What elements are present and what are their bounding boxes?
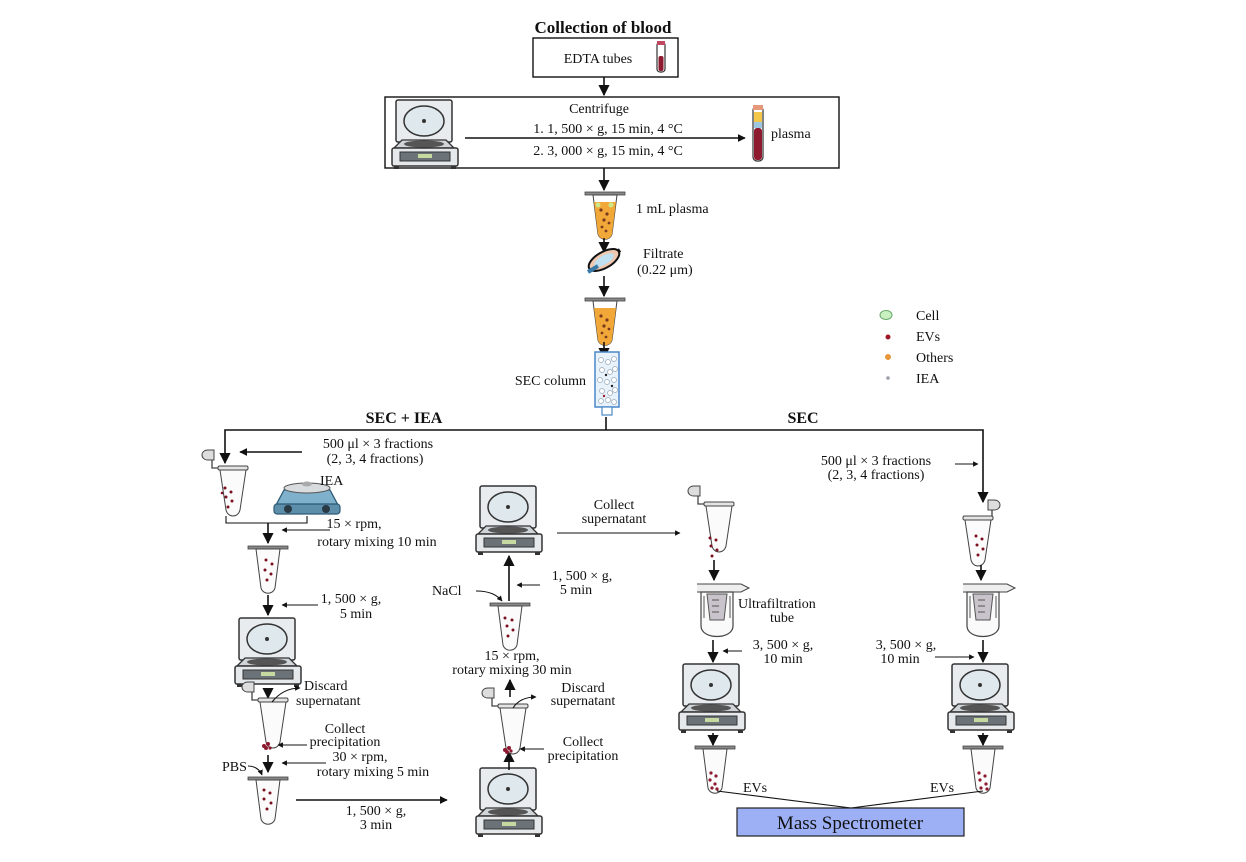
plasma-1ml-label: 1 mL plasma: [636, 202, 709, 217]
evs-tube-icon: [694, 745, 736, 794]
centrifuge-icon: [947, 663, 1015, 734]
precipitation-tube-icon: [481, 687, 529, 755]
left-collect-line1: Collect: [325, 722, 366, 737]
collect-supernatant-line1: Collect: [594, 498, 635, 513]
right-a-spin-line1: 3, 500 × g,: [753, 638, 813, 653]
middle-mix-line1: 15 × rpm,: [485, 649, 540, 664]
centrifuge-icon: [678, 663, 746, 734]
supernatant-tube-icon: [241, 681, 289, 749]
left-spin1-line1: 1, 500 × g,: [321, 592, 381, 607]
mixed-tube-icon: [247, 545, 289, 594]
mass-spectrometer-label: Mass Spectrometer: [777, 813, 924, 834]
legend-label: IEA: [916, 372, 940, 387]
centrifuge-step-1: 1. 1, 500 × g, 15 min, 4 °C: [533, 122, 683, 137]
collect-supernatant-line2: supernatant: [582, 512, 647, 527]
plasma-tube-1ml-icon: [584, 191, 626, 240]
filtrate-label-line1: Filtrate: [643, 247, 683, 262]
left-mix1-line2: rotary mixing 10 min: [317, 535, 436, 550]
left-mix1-line1: 15 × rpm,: [327, 517, 382, 532]
middle-collect-line1: Collect: [563, 735, 604, 750]
centrifuge-box: Centrifuge 1. 1, 500 × g, 15 min, 4 °C 2…: [384, 96, 840, 170]
middle-mix-line2: rotary mixing 30 min: [452, 663, 571, 678]
blood-tube-icon: [656, 41, 666, 73]
middle-spin-line1: 1, 500 × g,: [552, 569, 612, 584]
left-spin1-line2: 5 min: [340, 607, 372, 622]
right-b-tube-cap-icon: [984, 499, 1001, 519]
edta-tubes-box: EDTA tubes: [532, 37, 679, 78]
mass-spectrometer-bg: [736, 807, 965, 837]
sec-column-label: SEC column: [515, 374, 586, 389]
left-fractions-line2: (2, 3, 4 fractions): [327, 452, 424, 467]
evs-tube-icon: [962, 745, 1004, 794]
middle-discard-line2: supernatant: [551, 694, 616, 709]
centrifuge-step-2: 2. 3, 000 × g, 15 min, 4 °C: [533, 144, 683, 159]
right-b-spin-line1: 3, 500 × g,: [876, 638, 936, 653]
centrifuge-title: Centrifuge: [569, 102, 629, 117]
centrifuge-icon: [234, 617, 302, 688]
pbs-tube-icon: [247, 776, 289, 825]
legend-label: Others: [916, 351, 953, 366]
centrifuge-icon: [475, 485, 543, 556]
right-b-spin-line2: 10 min: [880, 652, 919, 667]
diagram-title: Collection of blood: [535, 18, 672, 37]
centrifuge-icon: [475, 767, 543, 838]
branch-title-sec-iea: SEC + IEA: [366, 410, 443, 427]
legend-item-iea: IEA: [886, 372, 940, 387]
left-collect-line2: precipitation: [310, 735, 381, 750]
branch-title-sec: SEC: [787, 410, 818, 427]
left-spin2-line2: 3 min: [360, 818, 392, 833]
legend-item-cell: Cell: [879, 309, 939, 324]
ultrafiltration-tube-icon: [962, 583, 1016, 638]
middle-collect-line2: precipitation: [548, 749, 619, 764]
supernatant-tube-icon: [687, 485, 735, 553]
others-dot-icon: [885, 354, 891, 360]
syringe-filter-icon: [586, 248, 622, 274]
filtered-plasma-tube-icon: [584, 297, 626, 346]
right-a-evs-label: EVs: [743, 781, 767, 796]
legend-item-evs: EVs: [885, 330, 940, 345]
rotary-mixer-icon: [273, 481, 341, 515]
legend-item-others: Others: [885, 351, 953, 366]
right-a-spin-line2: 10 min: [763, 652, 802, 667]
centrifuge-icon: [391, 99, 459, 170]
left-mix2-line2: rotary mixing 5 min: [317, 765, 429, 780]
legend: Cell EVs Others IEA: [879, 309, 953, 387]
sec-column-icon: [594, 351, 620, 416]
left-fractions-line1: 500 μl × 3 fractions: [323, 437, 433, 452]
left-discard-line2: supernatant: [296, 694, 361, 709]
legend-label: Cell: [916, 309, 939, 324]
left-spin2-line1: 1, 500 × g,: [346, 804, 406, 819]
nacl-tube-icon: [489, 602, 531, 651]
right-b-evs-label: EVs: [930, 781, 954, 796]
iea-label: IEA: [320, 474, 344, 489]
iea-dot-icon: [886, 376, 890, 380]
filtrate-label-line2: (0.22 μm): [637, 263, 693, 278]
cell-icon: [879, 310, 893, 320]
right-b-fractions-line1: 500 μl × 3 fractions: [821, 454, 931, 469]
pbs-label: PBS: [222, 760, 247, 775]
ultrafiltration-line2: tube: [770, 611, 794, 626]
plasma-tube-icon: [752, 105, 764, 162]
ev-dot-icon: [885, 334, 891, 340]
middle-spin-line2: 5 min: [560, 583, 592, 598]
left-mix2-line1: 30 × rpm,: [333, 750, 388, 765]
legend-label: EVs: [916, 330, 940, 345]
left-discard-line1: Discard: [304, 679, 348, 694]
edta-tubes-label: EDTA tubes: [564, 52, 632, 67]
plasma-label: plasma: [771, 127, 811, 142]
middle-discard-line1: Discard: [561, 681, 605, 696]
mass-spectrometer-box: Mass Spectrometer: [736, 807, 965, 837]
right-b-fractions-line2: (2, 3, 4 fractions): [828, 468, 925, 483]
ultrafiltration-line1: Ultrafiltration: [738, 597, 816, 612]
nacl-label: NaCl: [432, 584, 462, 599]
right-b-tube-icon: [964, 519, 992, 567]
